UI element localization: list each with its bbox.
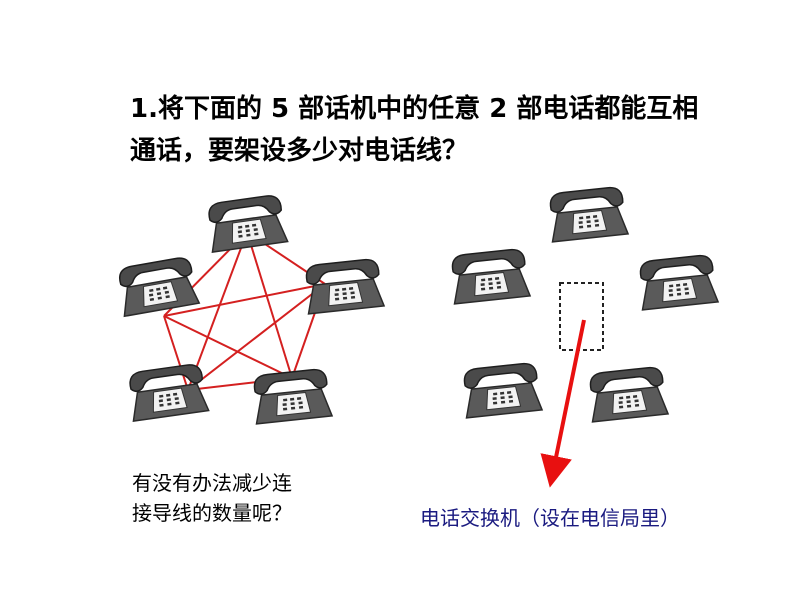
wire	[163, 315, 189, 391]
telephone-icon	[460, 361, 543, 419]
wire	[187, 231, 248, 391]
wire	[246, 231, 293, 379]
telephone-icon	[205, 193, 289, 253]
telephone-icon	[448, 247, 531, 305]
left-caption-line-2: 接导线的数量呢？	[132, 501, 292, 525]
question-text: 1.将下面的 5 部话机中的任意 2 部电话都能互相 通话，要架设多少对电话线？	[130, 88, 790, 172]
left-wire-network	[163, 231, 326, 391]
left-caption: 有没有办法减少连 接导线的数量呢？	[132, 468, 392, 528]
red-arrow	[540, 319, 586, 488]
wire	[163, 283, 326, 317]
wire	[163, 315, 293, 379]
left-phones	[115, 193, 385, 425]
question-line-2: 通话，要架设多少对电话线？	[130, 136, 469, 166]
telephone-icon	[546, 185, 629, 243]
wire	[187, 283, 326, 391]
exchange-placeholder-box	[559, 282, 604, 351]
right-phones	[448, 185, 719, 423]
telephone-icon	[115, 255, 200, 318]
telephone-icon	[250, 367, 333, 425]
telephone-icon	[302, 257, 385, 315]
question-line-1: 1.将下面的 5 部话机中的任意 2 部电话都能互相	[130, 94, 699, 124]
exchange-caption: 电话交换机（设在电信局里）	[420, 506, 680, 530]
telephone-icon	[636, 253, 719, 311]
telephone-icon	[126, 362, 210, 422]
telephone-icon	[586, 365, 669, 423]
left-caption-line-1: 有没有办法减少连	[132, 471, 292, 495]
